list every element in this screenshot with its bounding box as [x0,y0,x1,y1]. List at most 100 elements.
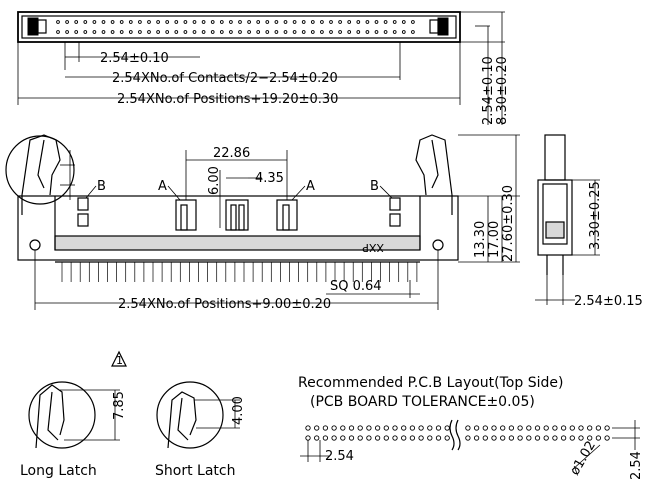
pcb-hole [331,425,337,431]
left-hole [29,239,41,251]
dim-top-pitch: 2.54±0.10 [100,51,169,66]
pcb-hole [482,425,488,431]
pcb-hole [500,425,506,431]
top-contact [174,30,179,34]
top-contact [256,30,261,34]
pcb-hole [357,435,363,441]
top-contact [392,30,397,34]
pcb-hole [508,435,515,441]
pcb-hole [366,435,372,441]
dim-top-contacts: 2.54XNo.of Contacts/2−2.54±0.20 [112,71,338,86]
pcb-hole [401,425,407,431]
top-contact [110,30,115,34]
pcb-hole [331,435,337,441]
pcb-hole [560,425,567,431]
top-contact [374,30,379,34]
pcb-hole [392,435,398,441]
top-contact [292,20,297,24]
top-contact [183,30,188,34]
pcb-title: Recommended P.C.B Layout(Top Side) [298,375,563,391]
label-b-left: B [97,179,106,194]
pcb-hole [552,425,558,431]
top-contact [383,20,388,24]
pcb-hole [374,435,381,441]
top-contact [329,20,333,24]
top-contact [147,20,151,24]
top-contact [92,30,97,34]
top-contact [238,30,242,34]
top-view: 2.54±0.10 2.54XNo.of Contacts/2−2.54±0.2… [17,11,510,125]
pcb-hole [552,435,558,441]
pcb-hole [587,425,593,431]
pcb-hole [322,435,329,441]
pcb-hole [526,435,532,441]
top-contact [110,20,115,24]
pcb-hole [418,435,424,441]
pcb-layout: Recommended P.C.B Layout(Top Side) (PCB … [298,375,644,480]
dim-top-height-a: 2.54±0.10 [481,56,496,125]
detail-circle [5,135,75,205]
pcb-hole [526,425,532,431]
top-contact [229,20,233,24]
side-latch [544,134,566,181]
pcb-hole [595,425,602,431]
pcb-hole [305,435,311,441]
slot-center [225,199,249,231]
pcb-dim-hole: ø1.02 [567,439,598,478]
top-contact [229,30,233,34]
top-contact [365,30,370,34]
top-contact [156,20,160,24]
top-contact [238,20,242,24]
dim-3-30: 3.30±0.25 [588,181,603,250]
revision-triangle-icon [111,350,127,367]
label-b-right: B [370,179,379,194]
top-contact [83,30,88,34]
pcb-hole [348,425,355,431]
mark-xxp: XXP [362,241,384,254]
top-contact [201,20,206,24]
top-contact [356,30,361,34]
top-left-latch [27,17,39,36]
pcb-hole [392,425,398,431]
top-contact [247,20,251,24]
pcb-hole [473,435,480,441]
pcb-dim-pitch: 2.54 [325,449,354,464]
long-latch-shape [35,384,65,449]
pcb-hole [587,435,593,441]
top-contact [165,30,170,34]
dim-top-positions: 2.54XNo.of Positions+19.20±0.30 [117,92,338,107]
short-latch-label: Short Latch [155,463,235,479]
pcb-tolerance: (PCB BOARD TOLERANCE±0.05) [310,394,535,410]
pcb-dim-row: 2.54 [629,451,644,480]
top-contact [320,30,324,34]
dim-22-86: 22.86 [213,146,250,161]
top-contact [356,20,361,24]
top-contact [210,20,215,24]
pcb-hole [357,425,363,431]
side-body [537,179,573,256]
pcb-hole [444,425,450,431]
long-latch-dim: 7.85 [112,391,127,420]
pcb-hole [517,425,523,431]
latch-details: 1 7.85 Long Latch 4.00 Short Latch [20,350,246,479]
top-contact [128,30,133,34]
dim-4-35: 4.35 [255,171,284,186]
front-body [17,195,459,261]
pcb-hole [383,435,389,441]
top-contact [74,20,79,24]
right-hole [432,239,444,251]
top-right-latch-inner [429,19,439,34]
dim-positions-9: 2.54XNo.of Positions+9.00±0.20 [118,297,331,312]
pcb-holes [305,425,610,441]
top-contact [301,20,306,24]
top-contact [138,20,142,24]
pcb-hole [491,435,497,441]
top-contact [265,20,270,24]
top-contact [183,20,188,24]
pcb-hole [517,435,523,441]
top-contact [56,20,60,24]
pcb-hole [322,425,329,431]
pcb-hole [560,435,567,441]
top-contact [119,30,124,34]
